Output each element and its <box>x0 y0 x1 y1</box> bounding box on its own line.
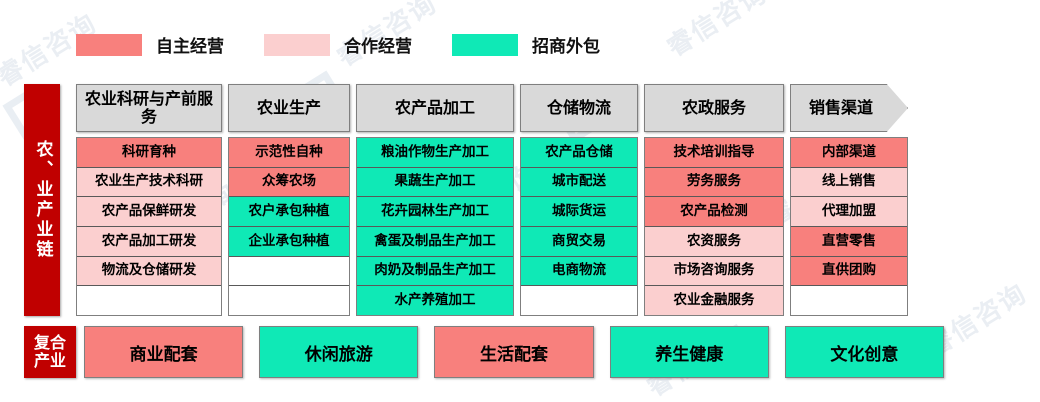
chain-column-body: 农产品仓储城市配送城际货运商贸交易电商物流 <box>520 137 638 316</box>
chain-side-label-text: 农、业产业链 <box>32 140 53 260</box>
chain-cell-empty <box>229 286 349 316</box>
composite-items: 商业配套休闲旅游生活配套养生健康文化创意 <box>84 326 945 378</box>
chain-cell[interactable]: 城际货运 <box>521 197 637 228</box>
chain-cell[interactable]: 内部渠道 <box>791 138 907 168</box>
composite-side-label: 复合产业 <box>24 326 76 378</box>
chain-cell[interactable]: 粮油作物生产加工 <box>357 138 513 168</box>
chain-cell[interactable]: 科研育种 <box>77 138 221 168</box>
chain-cell[interactable]: 农户承包种植 <box>229 197 349 228</box>
legend-swatch-red <box>76 33 142 56</box>
chain-cell[interactable]: 肉奶及制品生产加工 <box>357 256 513 287</box>
chain-cell[interactable]: 禽蛋及制品生产加工 <box>357 227 513 257</box>
watermark-text: 睿信咨询 <box>661 0 773 64</box>
chain-column-body: 粮油作物生产加工果蔬生产加工花卉园林生产加工禽蛋及制品生产加工肉奶及制品生产加工… <box>356 137 514 316</box>
legend-item: 招商外包 <box>452 32 640 57</box>
chain-column-header[interactable]: 销售渠道 <box>790 84 908 132</box>
chain-cell[interactable]: 农资服务 <box>645 227 783 257</box>
chain-column-header[interactable]: 农业科研与产前服务 <box>76 84 222 132</box>
legend: 自主经营 合作经营 招商外包 <box>76 32 640 57</box>
chain-column: 农产品加工粮油作物生产加工果蔬生产加工花卉园林生产加工禽蛋及制品生产加工肉奶及制… <box>356 84 514 316</box>
value-chain-section: 农、业产业链 农业科研与产前服务科研育种农业生产技术科研农产品保鲜研发农产品加工… <box>24 84 944 316</box>
chain-cell[interactable]: 农业金融服务 <box>645 286 783 316</box>
chain-cell[interactable]: 水产养殖加工 <box>357 286 513 316</box>
legend-item-label: 合作经营 <box>344 37 412 57</box>
chain-cell[interactable]: 商贸交易 <box>521 227 637 257</box>
chain-cell[interactable]: 物流及仓储研发 <box>77 256 221 287</box>
chain-column-body: 技术培训指导劳务服务农产品检测农资服务市场咨询服务农业金融服务 <box>644 137 784 316</box>
composite-item[interactable]: 商业配套 <box>84 326 244 378</box>
composite-item[interactable]: 生活配套 <box>434 326 594 378</box>
chain-cell-empty <box>77 286 221 316</box>
chain-cell[interactable]: 农产品加工研发 <box>77 227 221 257</box>
chain-cell[interactable]: 市场咨询服务 <box>645 256 783 287</box>
composite-item[interactable]: 休闲旅游 <box>259 326 419 378</box>
chain-cell-empty <box>229 256 349 287</box>
chain-columns: 农业科研与产前服务科研育种农业生产技术科研农产品保鲜研发农产品加工研发物流及仓储… <box>76 84 944 316</box>
chain-cell[interactable]: 劳务服务 <box>645 167 783 198</box>
composite-label-line2: 产业 <box>33 351 66 370</box>
composite-section: 复合产业 商业配套休闲旅游生活配套养生健康文化创意 <box>24 326 945 378</box>
composite-item[interactable]: 文化创意 <box>784 326 945 378</box>
chain-cell-empty <box>791 286 907 316</box>
chain-cell[interactable]: 农业生产技术科研 <box>77 167 221 198</box>
chain-cell[interactable]: 直供团购 <box>791 256 907 287</box>
chain-column-body: 内部渠道线上销售代理加盟直营零售直供团购 <box>790 137 908 316</box>
chain-cell[interactable]: 线上销售 <box>791 167 907 198</box>
legend-swatch-pink <box>264 33 330 56</box>
chain-cell[interactable]: 花卉园林生产加工 <box>357 197 513 228</box>
chain-cell[interactable]: 电商物流 <box>521 256 637 287</box>
chain-column: 仓储物流农产品仓储城市配送城际货运商贸交易电商物流 <box>520 84 638 316</box>
legend-item: 合作经营 <box>264 32 452 57</box>
chain-cell[interactable]: 农产品仓储 <box>521 138 637 168</box>
chain-cell[interactable]: 农产品检测 <box>645 197 783 228</box>
legend-swatch-green <box>452 33 518 56</box>
legend-item-label: 招商外包 <box>532 37 600 57</box>
chain-cell[interactable]: 代理加盟 <box>791 197 907 228</box>
legend-item: 自主经营 <box>76 32 264 57</box>
chain-column-header[interactable]: 仓储物流 <box>520 84 638 132</box>
chain-cell-empty <box>521 286 637 316</box>
chain-column-body: 示范性自种众筹农场农户承包种植企业承包种植 <box>228 137 350 316</box>
chain-cell[interactable]: 直营零售 <box>791 227 907 257</box>
chain-column-body: 科研育种农业生产技术科研农产品保鲜研发农产品加工研发物流及仓储研发 <box>76 137 222 316</box>
chain-cell[interactable]: 城市配送 <box>521 167 637 198</box>
chain-column: 农业生产示范性自种众筹农场农户承包种植企业承包种植 <box>228 84 350 316</box>
chain-column: 销售渠道内部渠道线上销售代理加盟直营零售直供团购 <box>790 84 908 316</box>
chain-column: 农政服务技术培训指导劳务服务农产品检测农资服务市场咨询服务农业金融服务 <box>644 84 784 316</box>
chain-column-header[interactable]: 农业生产 <box>228 84 350 132</box>
chain-side-label: 农、业产业链 <box>24 84 60 316</box>
composite-item[interactable]: 养生健康 <box>609 326 769 378</box>
chain-cell[interactable]: 示范性自种 <box>229 138 349 168</box>
chain-column-header[interactable]: 农产品加工 <box>356 84 514 132</box>
chain-cell[interactable]: 企业承包种植 <box>229 227 349 257</box>
legend-item-label: 自主经营 <box>156 37 224 57</box>
chain-column: 农业科研与产前服务科研育种农业生产技术科研农产品保鲜研发农产品加工研发物流及仓储… <box>76 84 222 316</box>
chain-cell[interactable]: 果蔬生产加工 <box>357 167 513 198</box>
chain-cell[interactable]: 技术培训指导 <box>645 138 783 168</box>
composite-label-line1: 复合 <box>33 333 66 353</box>
chain-cell[interactable]: 农产品保鲜研发 <box>77 197 221 228</box>
chain-column-header[interactable]: 农政服务 <box>644 84 784 132</box>
chain-cell[interactable]: 众筹农场 <box>229 167 349 198</box>
